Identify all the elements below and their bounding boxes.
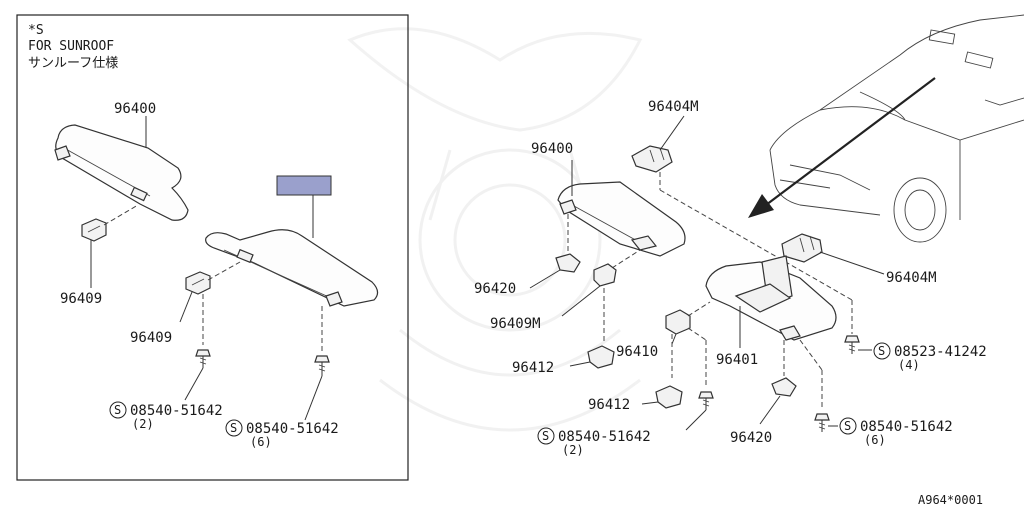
inset-label-screw-left: 08540-51642 [130, 403, 223, 419]
sunroof-highlight-swatch [276, 175, 332, 196]
diagram-reference: A964*0001 [918, 493, 983, 507]
cap-b [655, 385, 683, 409]
vehicle-outline [769, 14, 1024, 243]
screw-right [814, 413, 830, 432]
label-cap-a: 96412 [512, 360, 554, 376]
label-hook-right: 96420 [730, 430, 772, 446]
svg-text:S: S [878, 344, 885, 358]
label-holder-right: 96404M [886, 270, 937, 286]
label-screw-mid-qty: (2) [562, 443, 584, 457]
label-screw-mid: 08540-51642 [558, 429, 651, 445]
inset-label-screw-right: 08540-51642 [246, 421, 339, 437]
label-screw-far-qty: (4) [898, 358, 920, 372]
label-holder-top: 96404M [648, 99, 699, 115]
visor-hook-right [771, 377, 797, 397]
label-visor-right: 96401 [716, 352, 758, 368]
inset-screw-left [195, 349, 211, 368]
svg-text:S: S [844, 419, 851, 433]
inset-label-clip-a: 96409 [60, 291, 102, 307]
screw-mid [698, 391, 714, 410]
visor-holder-right [781, 233, 823, 263]
screw-far [844, 335, 860, 354]
label-screw-r: 08540-51642 [860, 419, 953, 435]
sunroof-inset: *S FOR SUNROOF サンルーフ仕様 96400 96409 [16, 14, 409, 481]
inset-visor-upper [54, 124, 189, 221]
inset-clip-b [185, 271, 211, 295]
standard-part-symbol: S [873, 342, 891, 360]
inset-label-clip-b: 96409 [130, 330, 172, 346]
standard-part-symbol: S [225, 419, 243, 437]
inset-screw-right [314, 355, 330, 376]
standard-part-symbol: S [839, 417, 857, 435]
label-screw-far: 08523-41242 [894, 344, 987, 360]
inset-label-screw-left-qty: (2) [132, 417, 154, 431]
visor-clip-m [593, 263, 617, 287]
direction-arrow [748, 77, 936, 218]
label-visor-left: 96400 [531, 141, 573, 157]
sun-visor-right [705, 255, 837, 341]
standard-part-symbol: S [109, 401, 127, 419]
inset-clip-a [81, 218, 107, 242]
sun-visor-left [557, 181, 686, 257]
visor-bracket [665, 309, 691, 335]
label-bracket: 96410 [616, 344, 658, 360]
inset-label-visor: 96400 [114, 101, 156, 117]
svg-text:S: S [114, 403, 121, 417]
inset-visor-lower [205, 229, 379, 307]
inset-note-line-2: FOR SUNROOF [28, 39, 114, 54]
label-hook-left: 96420 [474, 281, 516, 297]
inset-note-line-1: *S [28, 23, 44, 38]
label-cap-b: 96412 [588, 397, 630, 413]
inset-note-line-3: サンルーフ仕様 [28, 56, 118, 71]
standard-part-symbol: S [537, 427, 555, 445]
visor-holder-top [631, 145, 673, 173]
label-screw-r-qty: (6) [864, 433, 886, 447]
inset-frame [16, 14, 409, 481]
label-clip-m: 96409M [490, 316, 541, 332]
visor-hook-left [555, 253, 581, 273]
svg-text:S: S [230, 421, 237, 435]
inset-label-screw-right-qty: (6) [250, 435, 272, 449]
svg-text:S: S [542, 429, 549, 443]
